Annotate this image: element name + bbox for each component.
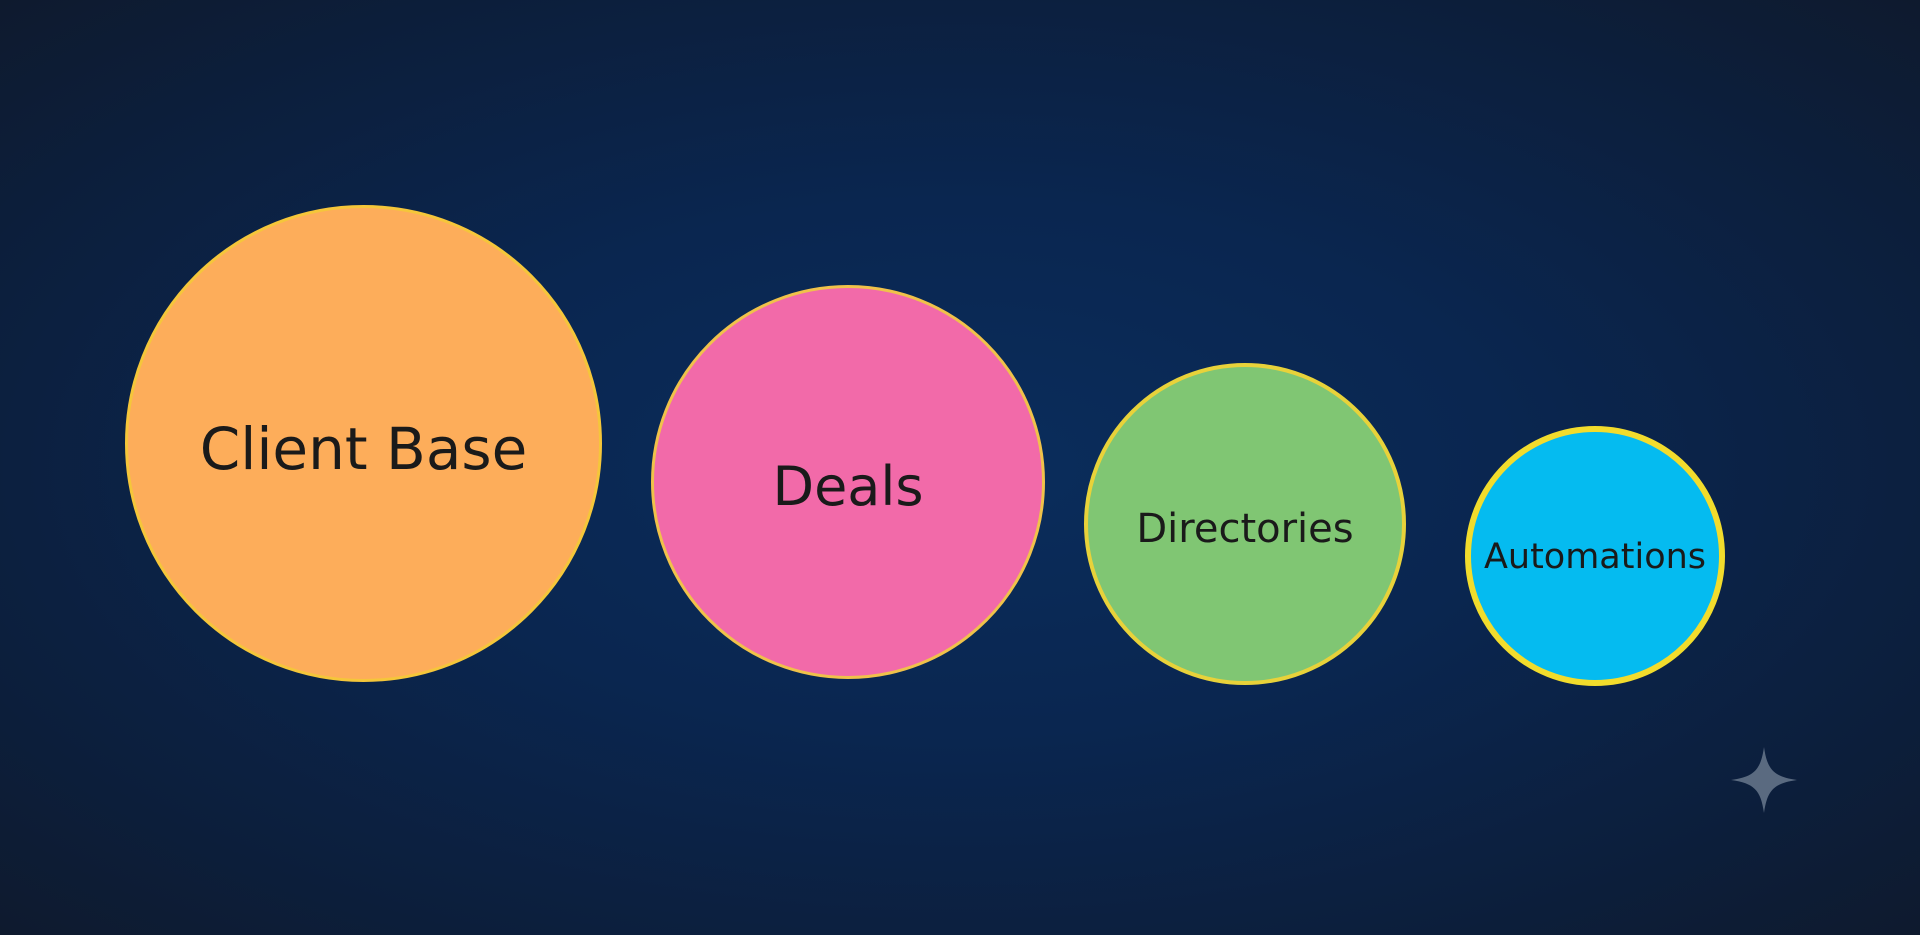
- directories-label: Directories: [1136, 506, 1354, 552]
- directories-bubble: Directories: [1084, 363, 1406, 685]
- client-base-label: Client Base: [199, 414, 528, 483]
- sparkle-icon: [1731, 747, 1797, 813]
- automations-label: Automations: [1483, 537, 1707, 577]
- automations-bubble: Automations: [1465, 426, 1725, 686]
- client-base-bubble: Client Base: [125, 205, 602, 682]
- deals-label: Deals: [772, 455, 924, 518]
- deals-bubble: Deals: [651, 285, 1045, 679]
